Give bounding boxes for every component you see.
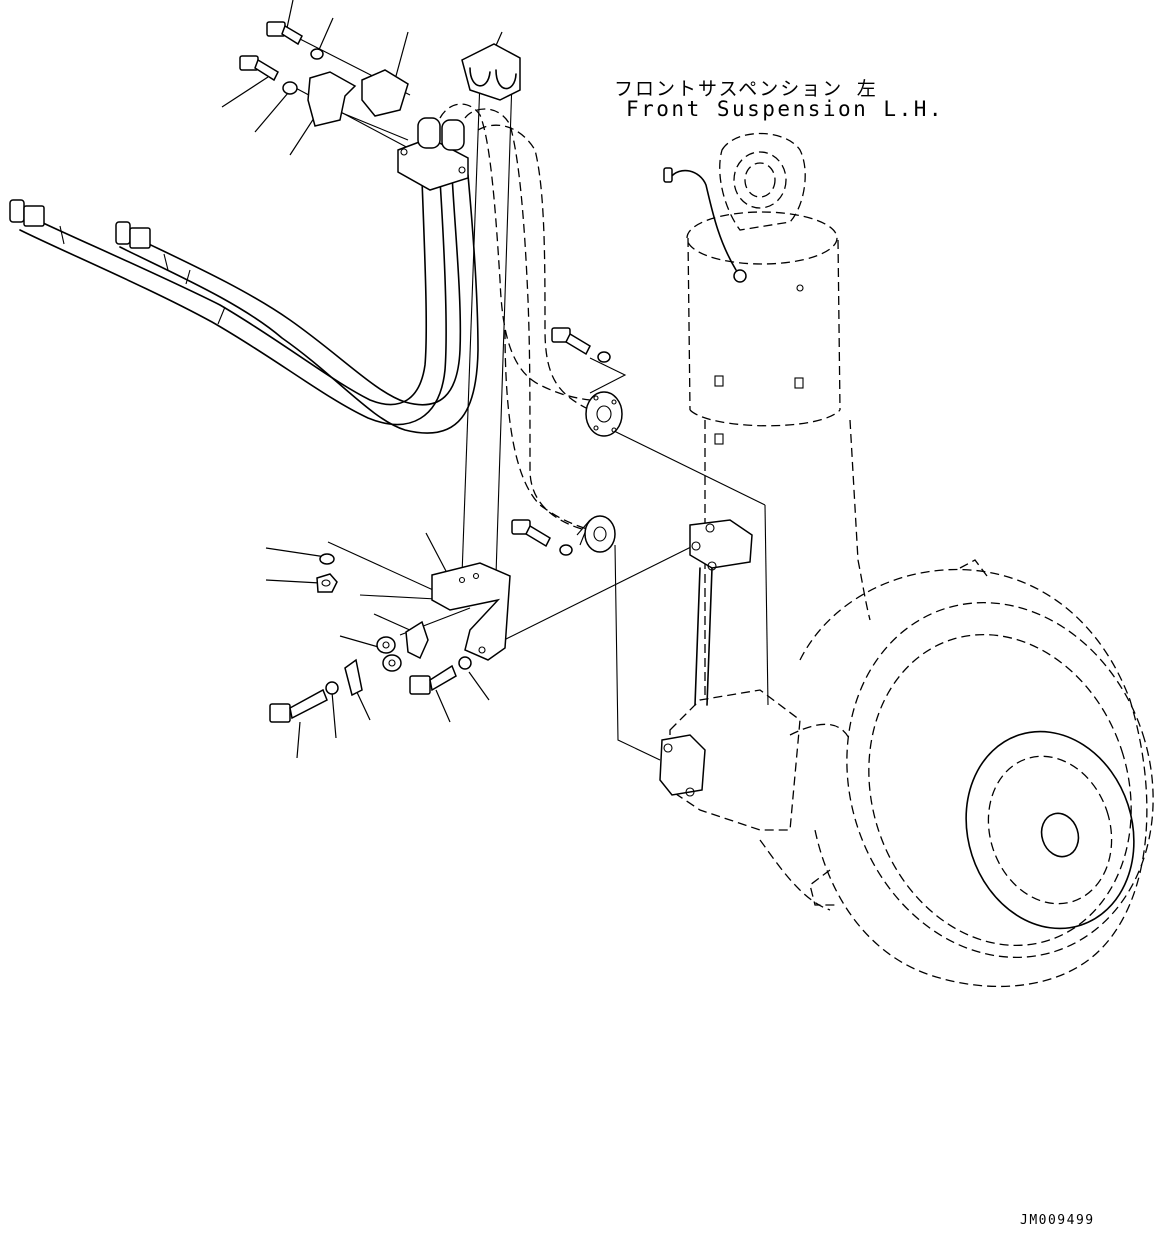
flange-icon (585, 391, 623, 437)
title-english: Front Suspension L.H. (626, 97, 945, 121)
valve-block (689, 519, 753, 706)
washer-icon (310, 48, 324, 60)
bolt-icon (511, 519, 551, 548)
bolt-icon (269, 688, 328, 723)
wheel-hub (799, 559, 1154, 988)
mounting-bracket-icon (431, 562, 511, 661)
flange-icon (584, 515, 616, 553)
suspension-cylinder (663, 132, 871, 700)
nut-icon (316, 573, 338, 593)
bolt-icon (266, 21, 303, 46)
bracket-icon (361, 69, 409, 117)
washer-icon (319, 553, 335, 565)
hose-fitting-icon (115, 221, 131, 245)
bolt-icon (239, 55, 279, 82)
bolt-icon (551, 327, 591, 356)
lower-bracket-set (269, 553, 511, 723)
washer-icon (325, 681, 339, 695)
bracket-icon (307, 71, 357, 127)
washer-icon (458, 656, 472, 670)
title-japanese: フロントサスペンション 左 (614, 78, 878, 100)
assembly-guide-lines (289, 37, 769, 761)
bolt-icon (409, 664, 457, 695)
clamp-icon (405, 620, 429, 660)
clamp-icon (344, 658, 363, 697)
top-fasteners (239, 21, 521, 127)
hose-fitting-icon (9, 199, 25, 223)
spacer-icon (376, 636, 402, 672)
drawing-code: JM009499 (1020, 1213, 1095, 1228)
washer-icon (559, 544, 573, 556)
washer-icon (597, 351, 611, 363)
washer-icon (282, 81, 298, 95)
leader-lines (221, 0, 503, 759)
upper-manifold (397, 103, 591, 531)
middle-flanges (511, 327, 623, 556)
clamp-icon (461, 43, 521, 101)
axle-housing (659, 689, 851, 911)
hose-set (9, 174, 479, 434)
